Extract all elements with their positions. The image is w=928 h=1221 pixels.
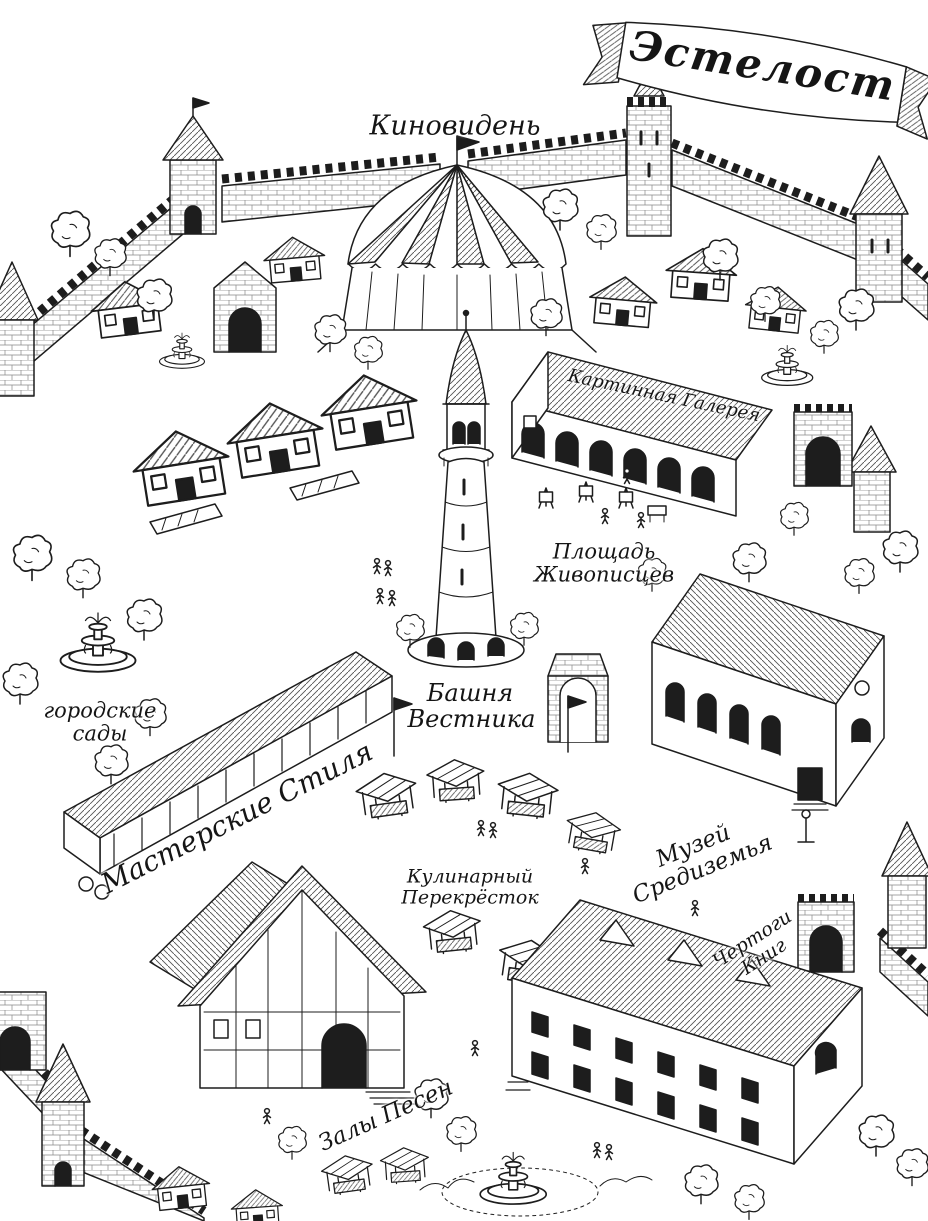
label-city-gardens: городские сады bbox=[43, 698, 157, 745]
picture-gallery bbox=[511, 351, 773, 517]
arch-gates bbox=[0, 261, 855, 1071]
cottage-icon bbox=[586, 273, 660, 329]
label-culinary-crossroads: Кулинарный Перекрёсток bbox=[401, 865, 539, 908]
fountain-icon bbox=[479, 1151, 548, 1205]
easel-icon bbox=[618, 487, 634, 509]
circus-tent bbox=[317, 135, 597, 353]
stall-icon bbox=[561, 807, 624, 858]
arch-gate-icon bbox=[793, 404, 853, 487]
painters-square bbox=[538, 481, 667, 523]
stall-icon bbox=[421, 907, 484, 956]
label-painters-square: Площадь Живописцев bbox=[534, 539, 675, 586]
easel-icon bbox=[538, 487, 554, 509]
awning-icon bbox=[149, 503, 223, 535]
round-tower-icon bbox=[881, 821, 928, 949]
awning-icon bbox=[289, 470, 360, 501]
museum bbox=[651, 573, 885, 843]
hamlet-northeast bbox=[586, 245, 814, 386]
song-halls bbox=[149, 861, 427, 1105]
dormer-icon bbox=[735, 959, 771, 987]
round-tower-icon bbox=[35, 1043, 91, 1187]
label-tent: Киновидень bbox=[369, 110, 541, 142]
stall-icon bbox=[379, 1145, 431, 1186]
arch-gate-icon bbox=[797, 894, 855, 973]
gate-tower-icon bbox=[162, 97, 224, 235]
cottage-icon bbox=[149, 1163, 213, 1212]
house-icon bbox=[315, 366, 424, 453]
round-tower-icon bbox=[849, 155, 909, 303]
round-tower-icon bbox=[0, 261, 39, 397]
easel-icon bbox=[578, 481, 594, 503]
table-icon bbox=[647, 505, 667, 516]
cottage-icon bbox=[229, 1187, 285, 1221]
row-houses bbox=[127, 366, 424, 535]
wall-towers bbox=[0, 53, 928, 1187]
stone-arch bbox=[547, 653, 609, 743]
cottage-icon bbox=[261, 233, 328, 285]
herald-tower bbox=[395, 309, 539, 668]
barrel-icon bbox=[78, 876, 94, 892]
arch-gate-icon bbox=[0, 991, 47, 1071]
title-banner bbox=[582, 21, 928, 140]
label-herald-tower: Башня Вестника bbox=[407, 679, 536, 733]
arch-gate-icon bbox=[213, 261, 277, 353]
round-tower-icon bbox=[845, 425, 897, 533]
stall-icon bbox=[353, 768, 421, 823]
barrel-icon bbox=[94, 884, 110, 900]
fountain-icon bbox=[158, 332, 206, 369]
south-garden bbox=[419, 1151, 653, 1217]
stall-icon bbox=[319, 1151, 377, 1198]
stall-icon bbox=[425, 757, 487, 805]
house-icon bbox=[221, 394, 330, 481]
dormer-icon bbox=[667, 939, 703, 967]
market-stalls bbox=[353, 695, 624, 989]
fountain-icon bbox=[761, 344, 814, 386]
style-workshops bbox=[63, 651, 393, 900]
statue-icon bbox=[797, 817, 815, 843]
gardens-fountain-icon bbox=[59, 612, 137, 673]
stall-icon bbox=[494, 769, 561, 821]
dormer-icon bbox=[599, 919, 635, 947]
house-icon bbox=[127, 422, 236, 509]
book-halls bbox=[505, 899, 863, 1165]
